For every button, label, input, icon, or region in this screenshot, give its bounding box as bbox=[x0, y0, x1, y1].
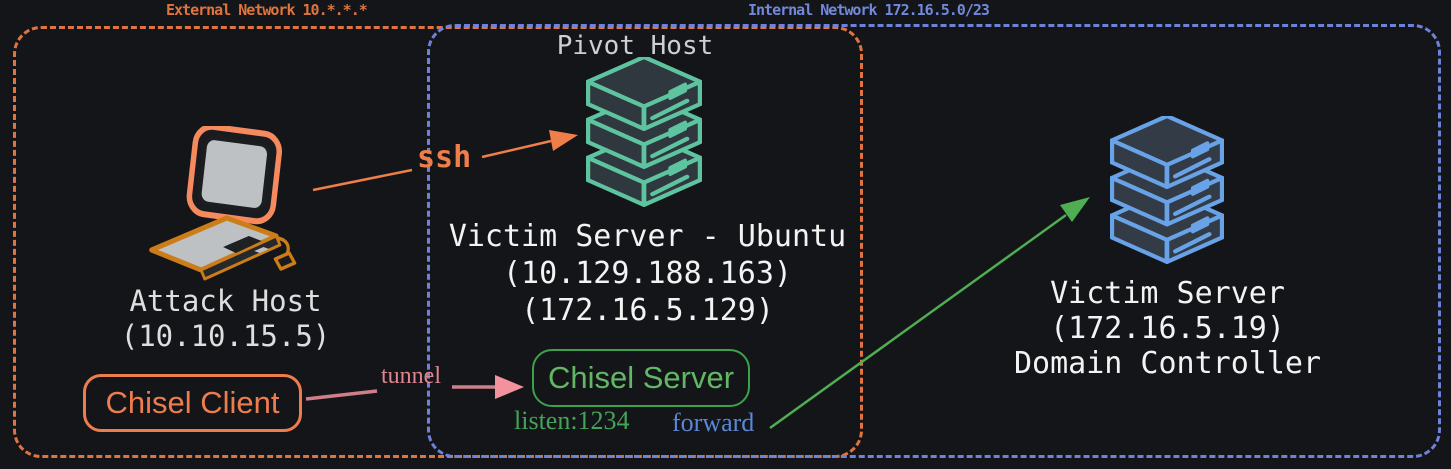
pivot-server-stack-icon bbox=[586, 57, 702, 207]
internal-network-boundary bbox=[427, 24, 1441, 458]
pivot-host-name: Victim Server - Ubuntu bbox=[448, 219, 847, 254]
pivot-host-label: Victim Server - Ubuntu (10.129.188.163) … bbox=[430, 218, 865, 329]
domain-controller-name: Victim Server bbox=[1050, 276, 1285, 311]
listen-port-label: listen:1234 bbox=[514, 406, 630, 435]
domain-controller-label: Victim Server (172.16.5.19) Domain Contr… bbox=[995, 276, 1340, 381]
pivot-host-external-ip: (10.129.188.163) bbox=[503, 256, 792, 291]
forward-label: forward bbox=[672, 408, 755, 437]
pivot-host-title: Pivot Host bbox=[556, 31, 714, 61]
ssh-arrow-label: ssh bbox=[417, 140, 472, 175]
pivot-host-internal-ip: (172.16.5.129) bbox=[521, 293, 774, 328]
internal-network-label: Internal Network 172.16.5.0/23 bbox=[748, 1, 990, 19]
chisel-client-label: Chisel Client bbox=[105, 385, 280, 420]
attack-host-computer-icon bbox=[149, 126, 297, 281]
attack-host-ip: (10.10.15.5) bbox=[120, 319, 331, 353]
domain-controller-server-stack-icon bbox=[1110, 116, 1224, 264]
chisel-server-label: Chisel Server bbox=[547, 360, 735, 395]
chisel-client-box: Chisel Client bbox=[83, 374, 302, 432]
attack-host-name: Attack Host bbox=[129, 284, 322, 318]
attack-host-label: Attack Host (10.10.15.5) bbox=[88, 284, 363, 354]
domain-controller-role: Domain Controller bbox=[1013, 346, 1322, 381]
chisel-server-box: Chisel Server bbox=[532, 349, 750, 407]
domain-controller-ip: (172.16.5.19) bbox=[1050, 311, 1285, 346]
external-network-label: External Network 10.*.*.* bbox=[166, 1, 368, 19]
tunnel-arrow-label: tunnel bbox=[381, 363, 441, 389]
